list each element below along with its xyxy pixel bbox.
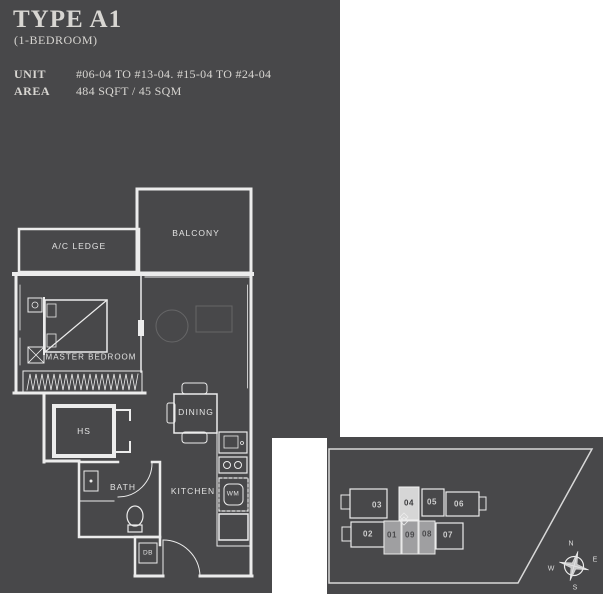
unit-number-07: 07	[443, 530, 453, 540]
key-plan-blocks	[340, 486, 487, 555]
bath-outline	[77, 460, 162, 539]
area-label: AREA	[14, 84, 51, 98]
unit-number-04: 04	[404, 498, 414, 508]
unit-block-03	[340, 488, 388, 519]
bedroom-partition	[138, 275, 144, 373]
wardrobe-hatch	[22, 370, 143, 393]
page-subtitle: (1-BEDROOM)	[14, 33, 98, 47]
ac-ledge-label: A/C LEDGE	[51, 241, 107, 251]
fridge-icon	[218, 513, 249, 541]
kitchen-label: KITCHEN	[170, 486, 216, 496]
hs-label: HS	[77, 426, 91, 436]
bath-door-arc	[117, 462, 153, 498]
page-title: TYPE A1	[13, 6, 123, 33]
core-diamond-top	[399, 512, 409, 522]
unit-number-03: 03	[372, 500, 382, 510]
db-label: DB	[142, 549, 154, 557]
bath-label: BATH	[109, 482, 137, 492]
unit-number-09: 09	[405, 530, 415, 540]
master-bedroom-label: MASTER BEDROOM	[45, 352, 137, 362]
unit-number-01: 01	[387, 530, 397, 540]
sink-icon	[218, 431, 248, 454]
compass-south-label: S	[572, 584, 578, 592]
compass-north-label: N	[568, 540, 574, 548]
balcony-label: BALCONY	[172, 228, 220, 238]
unit-label: UNIT	[14, 67, 47, 81]
bedside-table-icon	[27, 297, 43, 313]
unit-number-05: 05	[427, 497, 437, 507]
hs-outline	[52, 404, 131, 458]
dresser-icon	[27, 346, 45, 364]
site-boundary	[328, 448, 594, 584]
wm-label: WM	[226, 490, 240, 498]
unit-outer-walls	[12, 272, 254, 578]
unit-block-08	[418, 520, 436, 555]
unit-block-01	[383, 520, 402, 555]
entry-door-arc	[162, 539, 201, 577]
main-dark-panel	[0, 0, 340, 438]
stove-icon	[218, 456, 248, 474]
unit-block-05	[421, 488, 445, 517]
unit-block-09	[401, 520, 419, 555]
compass-east-label: E	[592, 556, 598, 564]
sofa-icon	[155, 305, 233, 343]
unit-number-06: 06	[454, 499, 464, 509]
unit-number-08: 08	[422, 529, 432, 539]
dining-table-icon	[166, 382, 218, 444]
compass-west-label: W	[547, 565, 555, 573]
unit-value: #06-04 TO #13-04. #15-04 TO #24-04	[76, 67, 272, 81]
unit-block-04	[398, 486, 420, 521]
toilet-icon	[126, 505, 144, 533]
kitchen-counter	[216, 429, 252, 547]
bed-icon	[43, 297, 108, 355]
shower-icon	[83, 470, 99, 492]
area-value: 484 SQFT / 45 SQM	[76, 84, 182, 98]
unit-block-07	[435, 522, 464, 550]
washing-machine-icon	[218, 477, 249, 512]
compass-icon	[559, 551, 589, 581]
core-diamond-bottom	[399, 516, 409, 526]
dining-label: DINING	[178, 407, 214, 417]
db-closet-outline	[133, 535, 162, 578]
unit-number-02: 02	[363, 529, 373, 539]
unit-block-06	[445, 491, 487, 517]
